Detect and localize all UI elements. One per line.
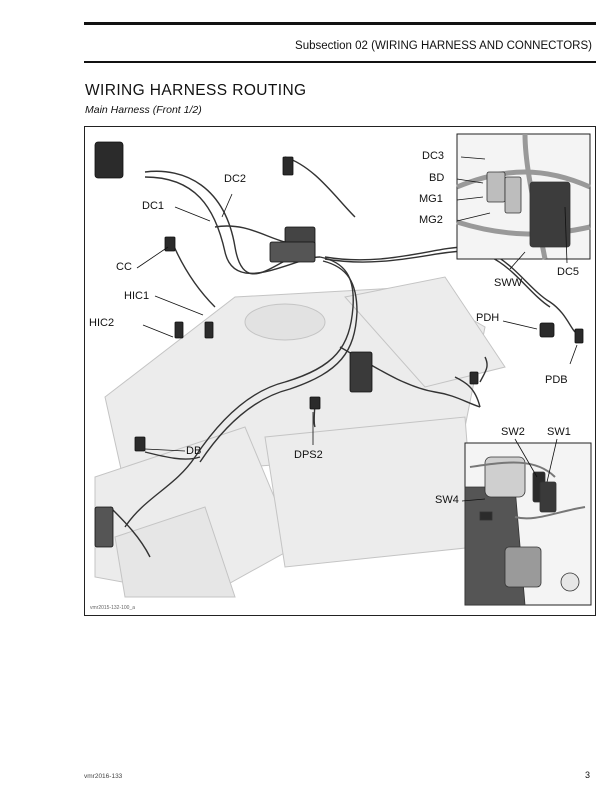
callout-cc: CC [116,261,132,273]
page-title: WIRING HARNESS ROUTING [85,82,307,99]
figure-caption: Main Harness (Front 1/2) [85,104,202,116]
callout-hic2: HIC2 [89,317,115,329]
callout-sw4: SW4 [435,494,459,506]
callout-dc1: DC1 [142,200,165,212]
callout-db: DB [186,445,202,457]
callout-pdb: PDB [545,374,568,386]
page-number: 3 [584,770,590,780]
callout-dps2: DPS2 [294,449,323,461]
callout-mg1: MG1 [419,193,443,205]
figure-reference: vmr2015-132-100_a [90,605,136,611]
top-rule [84,22,596,25]
callout-hic1: HIC1 [124,290,150,302]
callout-dc5: DC5 [557,266,580,278]
footer-doc-code: vmr2016-133 [84,773,123,780]
subsection-header: Subsection 02 (WIRING HARNESS AND CONNEC… [295,40,592,52]
wiring-diagram-figure: DC3 BD MG1 MG2 DC2 DC1 CC HIC1 HIC2 SWW … [84,126,596,616]
callout-sw1: SW1 [547,426,571,438]
callout-mg2: MG2 [419,214,443,226]
callout-dc3: DC3 [422,150,445,162]
callout-sw2: SW2 [501,426,525,438]
callout-sww: SWW [494,277,523,289]
harness-illustration [94,133,592,606]
callout-pdh: PDH [476,312,500,324]
header-rule [84,61,596,63]
callout-dc2: DC2 [224,173,247,185]
callout-bd: BD [429,172,445,184]
